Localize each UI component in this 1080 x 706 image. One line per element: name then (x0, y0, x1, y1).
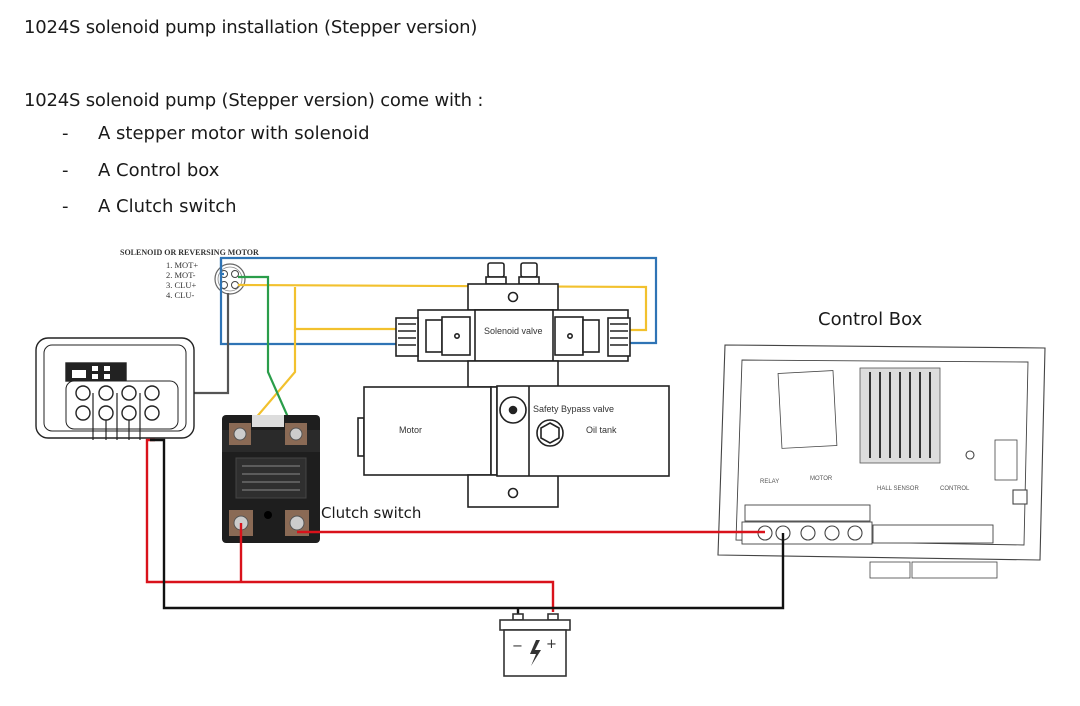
connector-pin-label: 1. MOT+ (166, 260, 198, 270)
lightning-bolt-icon (530, 640, 541, 666)
control-unit (35, 337, 195, 439)
connector-pin-label: 2. MOT- (166, 270, 196, 280)
section-label: RELAY (760, 479, 779, 485)
connector-pin (231, 270, 239, 278)
signal-wires (160, 256, 658, 434)
oil-tank (496, 385, 670, 477)
bullet-marker: - (62, 196, 69, 217)
connector-pin-label: 3. CLU+ (166, 280, 197, 290)
oil-tank-label: Oil tank (586, 425, 617, 435)
wire-blue (219, 258, 418, 346)
port-icon (121, 405, 137, 421)
port-icon (144, 405, 160, 421)
battery-plus-label: + (546, 637, 557, 652)
control-box-section-labels: RELAY MOTOR HALL SENSOR CONTROL (760, 476, 970, 492)
clutch-switch-label: Clutch switch (321, 504, 421, 522)
port-icon (75, 385, 91, 401)
document-title: 1024S solenoid pump installation (Steppe… (24, 17, 478, 38)
section-label: HALL SENSOR (877, 486, 919, 492)
motor-connector: SOLENOID OR REVERSING MOTOR 1. MOT+ 2. M… (120, 248, 259, 300)
pump-body (357, 385, 670, 508)
wire-green (238, 275, 297, 434)
section-label: MOTOR (810, 476, 833, 482)
port-icon (121, 385, 137, 401)
control-unit-leads (92, 393, 141, 440)
terminal-screw-icon (824, 525, 840, 541)
power-wires (145, 438, 785, 614)
connector-heading: SOLENOID OR REVERSING MOTOR (120, 248, 259, 257)
wire-red (145, 438, 555, 612)
section-label: CONTROL (940, 486, 970, 492)
list-item: A Clutch switch (98, 196, 237, 217)
motor-label: Motor (399, 425, 422, 435)
clutch-switch (222, 415, 320, 543)
terminal-screw-icon (800, 525, 816, 541)
wire-yellow (242, 329, 297, 434)
intro-text: 1024S solenoid pump (Stepper version) co… (24, 90, 484, 111)
solenoid-valve-label: Solenoid valve (484, 326, 543, 336)
motor-end-cap (357, 417, 365, 457)
list-item: A Control box (98, 160, 220, 181)
wire-yellow (237, 283, 648, 332)
wire-black (150, 438, 785, 610)
connector-pin (231, 281, 239, 289)
list-item: A stepper motor with solenoid (98, 123, 370, 144)
fitting-icon (487, 262, 505, 278)
solenoid-valve (395, 262, 631, 388)
port-icon (98, 385, 114, 401)
battery-minus-label: − (512, 639, 523, 654)
battery (499, 613, 571, 677)
port-icon (98, 405, 114, 421)
fitting-icon (520, 262, 538, 278)
bullet-marker: - (62, 160, 69, 181)
port-icon (144, 385, 160, 401)
port-icon (75, 405, 91, 421)
connector-ring (214, 263, 246, 295)
terminal-screw-icon (847, 525, 863, 541)
control-box-label: Control Box (818, 309, 923, 330)
control-box (717, 344, 1046, 579)
motor (363, 386, 492, 476)
connector-pin-label: 4. CLU- (166, 290, 195, 300)
bypass-valve-label: Safety Bypass valve (533, 404, 614, 414)
bullet-marker: - (62, 123, 69, 144)
